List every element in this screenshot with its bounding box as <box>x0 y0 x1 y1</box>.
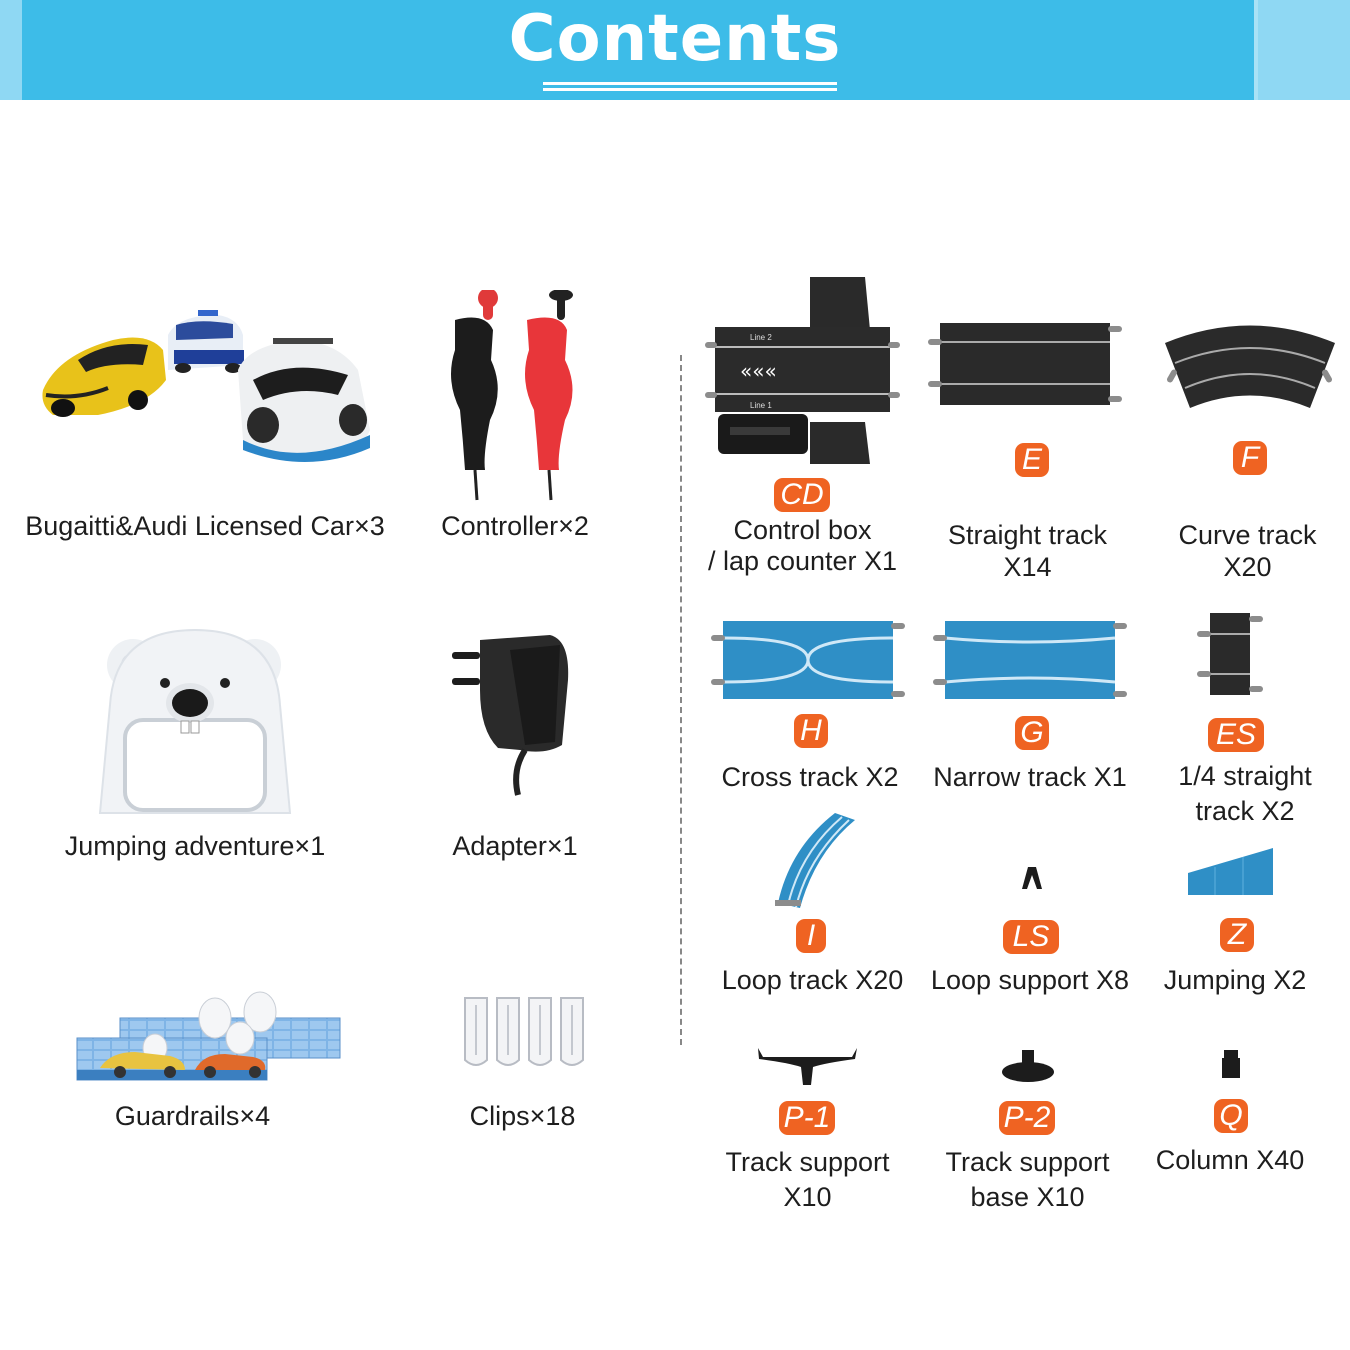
lane-1-text: Line 1 <box>750 401 772 410</box>
guardrails-image <box>76 991 341 1081</box>
cars-image <box>42 310 370 463</box>
jumping-ramp-image <box>1188 848 1273 895</box>
badge-cd: CD <box>774 478 830 512</box>
badge-q: Q <box>1214 1099 1248 1133</box>
lane-2-text: Line 2 <box>750 333 772 342</box>
police-car-icon <box>168 310 244 373</box>
badge-i: I <box>796 919 826 953</box>
guardrails-label: Guardrails×4 <box>114 1101 271 1131</box>
track-support-base-label-1: Track support <box>945 1147 1110 1177</box>
track-support-label-2: X10 <box>783 1182 832 1212</box>
red-controller-icon <box>525 290 573 501</box>
cross-track-image <box>711 621 905 699</box>
curve-track-label-1: Curve track <box>1178 520 1317 550</box>
quarter-straight-image <box>1197 613 1263 695</box>
title-underline <box>543 82 837 85</box>
clips-label: Clips×18 <box>469 1101 576 1131</box>
cars-label: Bugaitti&Audi Licensed Car×3 <box>25 511 385 541</box>
loop-support-label: Loop support X8 <box>930 965 1130 995</box>
banner-edge-right-line <box>1254 0 1258 100</box>
badge-p2: P-2 <box>999 1101 1055 1135</box>
track-support-base-image <box>1002 1050 1054 1082</box>
narrow-track-label: Narrow track X1 <box>933 762 1127 792</box>
badge-ls: LS <box>1003 920 1059 954</box>
cross-track-label: Cross track X2 <box>721 762 899 792</box>
quarter-straight-label-2: track X2 <box>1195 796 1295 826</box>
column-image <box>1222 1050 1240 1078</box>
jumping-adventure-label: Jumping adventure×1 <box>64 831 326 861</box>
narrow-track-image <box>933 621 1127 699</box>
track-support-base-label-2: base X10 <box>970 1182 1085 1212</box>
svg-text:«««: ««« <box>740 359 777 383</box>
badge-e: E <box>1015 443 1049 477</box>
page-title: Contents <box>508 2 842 76</box>
jumping-label: Jumping X2 <box>1163 965 1307 995</box>
badge-es: ES <box>1208 718 1264 752</box>
jumping-adventure-image <box>98 628 292 814</box>
control-box-label-1: Control box <box>733 515 872 545</box>
track-support-image <box>758 1048 857 1085</box>
track-support-label-1: Track support <box>725 1147 890 1177</box>
controllers-image <box>451 290 573 501</box>
control-box-image: Line 2 Line 1 ««« <box>705 277 900 464</box>
badge-z: Z <box>1220 918 1254 952</box>
clips-image <box>464 997 584 1066</box>
straight-track-label-1: Straight track <box>947 520 1108 550</box>
adapter-image <box>452 635 569 796</box>
badge-h: H <box>794 714 828 748</box>
control-box-label-2: / lap counter X1 <box>707 546 898 576</box>
loop-track-image <box>775 813 855 908</box>
yellow-car-icon <box>42 337 166 417</box>
column-label: Column X40 <box>1155 1145 1305 1175</box>
black-controller-icon <box>451 290 498 501</box>
badge-p1: P-1 <box>779 1101 835 1135</box>
straight-track-image <box>928 323 1122 405</box>
curve-track-label-2: X20 <box>1223 552 1272 582</box>
loop-support-image <box>1022 867 1042 889</box>
loop-track-label: Loop track X20 <box>721 965 904 995</box>
section-divider <box>680 355 682 1045</box>
quarter-straight-label-1: 1/4 straight <box>1178 761 1312 791</box>
banner-edge-left <box>0 0 22 100</box>
title-underline-2 <box>543 88 837 91</box>
header-banner: Contents <box>0 0 1350 100</box>
badge-f: F <box>1233 441 1267 475</box>
curve-track-image <box>1165 325 1335 408</box>
straight-track-label-2: X14 <box>1003 552 1052 582</box>
controller-label: Controller×2 <box>441 511 589 541</box>
banner-edge-right <box>1258 0 1350 100</box>
silver-car-icon <box>238 338 370 463</box>
badge-g: G <box>1015 716 1049 750</box>
adapter-label: Adapter×1 <box>452 831 578 861</box>
